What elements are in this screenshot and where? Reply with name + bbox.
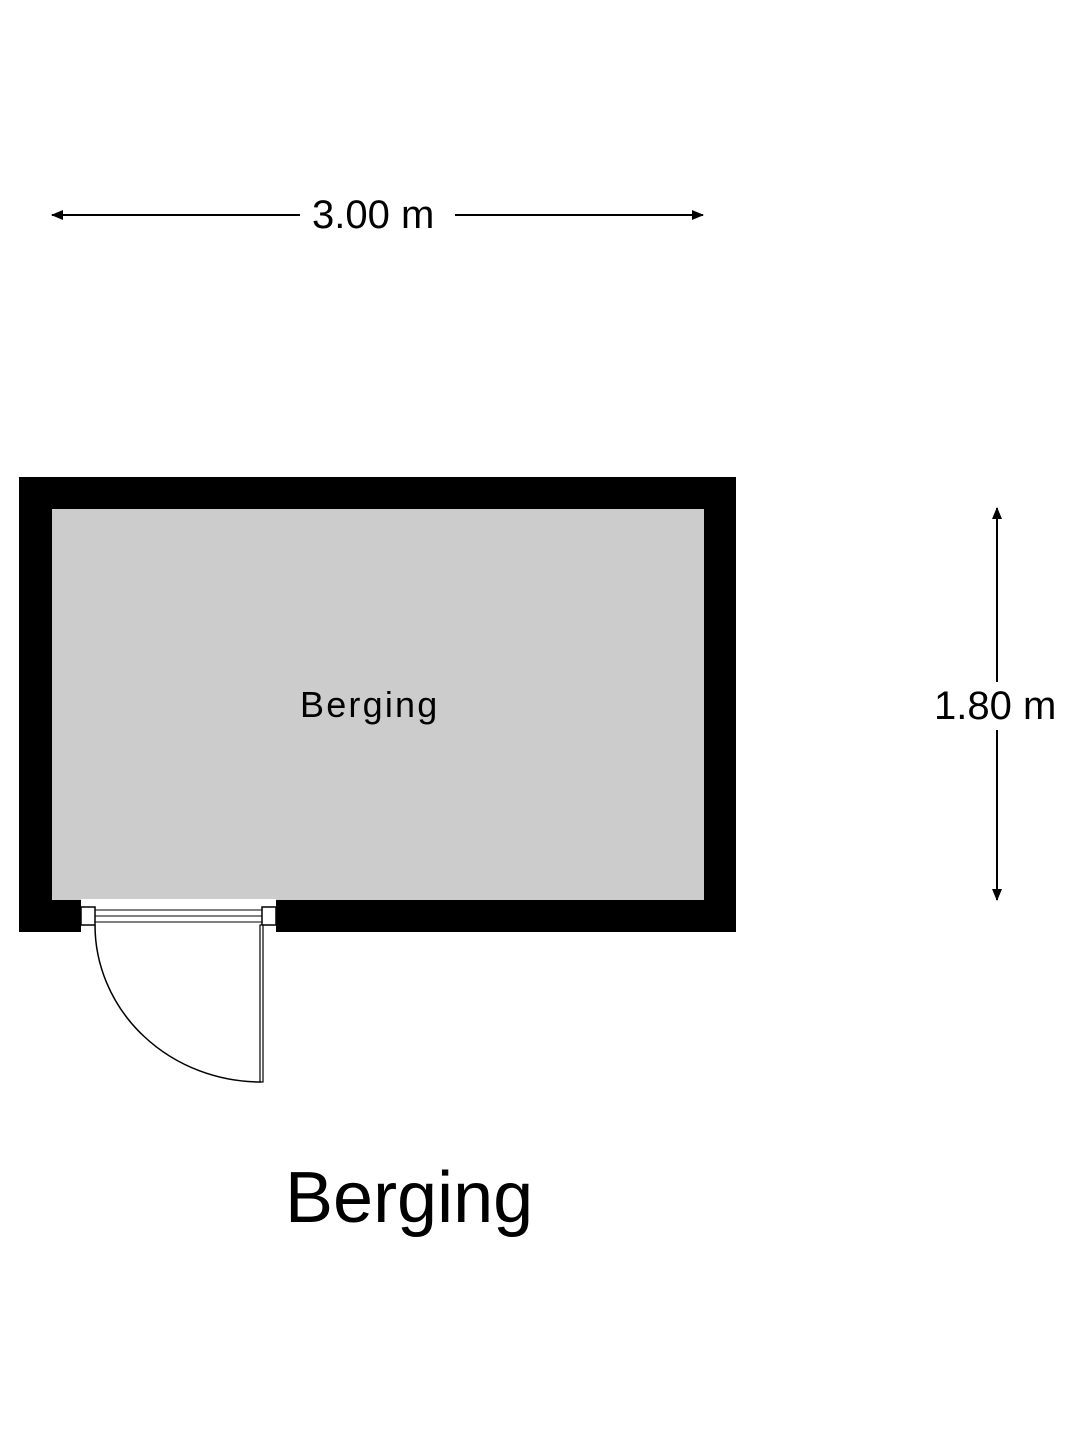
door-swing-arc xyxy=(94,924,262,1083)
door-jamb-right xyxy=(261,906,277,926)
room-floor xyxy=(52,509,704,900)
width-dimension-label: 3.00 m xyxy=(302,195,445,235)
door-leaf xyxy=(259,924,264,1083)
height-dimension-label: 1.80 m xyxy=(928,686,1063,726)
door xyxy=(80,906,277,1083)
door-jamb-left xyxy=(80,906,96,926)
plan-title: Berging xyxy=(285,1158,534,1238)
room-label: Berging xyxy=(300,684,440,725)
